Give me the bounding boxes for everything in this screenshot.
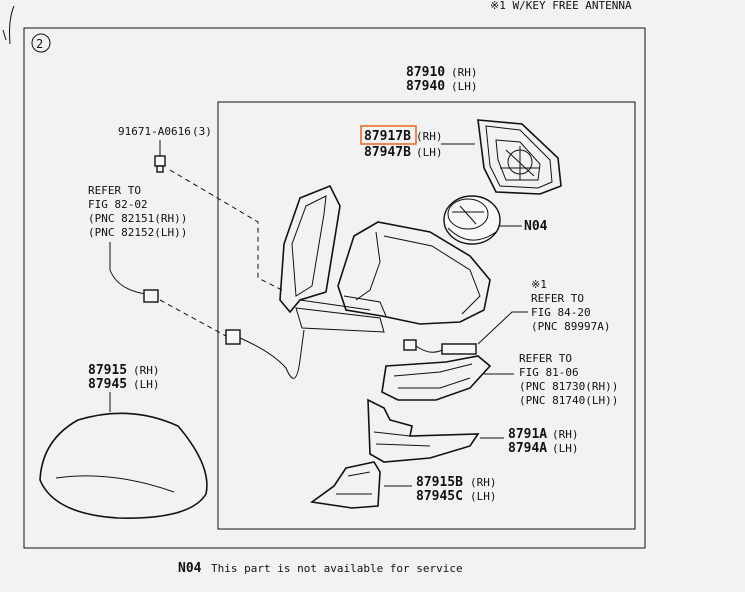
mirror-harness-connector xyxy=(225,329,241,345)
svg-text:(RH): (RH) xyxy=(416,130,443,143)
antenna-reference[interactable]: ※1 REFER TO FIG 84-20 (PNC 89997A) xyxy=(531,278,610,333)
svg-text:(RH): (RH) xyxy=(552,428,579,441)
svg-text:REFER TO: REFER TO xyxy=(519,352,572,365)
svg-text:87910: 87910 xyxy=(406,65,445,80)
svg-text:87915: 87915 xyxy=(88,363,127,378)
screw-label[interactable]: 91671-A0616 (3) xyxy=(118,125,212,138)
svg-text:(PNC 81730(RH)): (PNC 81730(RH)) xyxy=(519,380,618,393)
svg-text:(PNC 82152(LH)): (PNC 82152(LH)) xyxy=(88,226,187,239)
svg-text:87940: 87940 xyxy=(406,79,445,94)
svg-text:N04: N04 xyxy=(178,561,202,576)
svg-text:(LH): (LH) xyxy=(416,146,443,159)
bottom-cover-part xyxy=(309,461,381,509)
svg-text:FIG 84-20: FIG 84-20 xyxy=(531,306,591,319)
bracket-mark xyxy=(9,5,15,45)
wiring-dashed-path xyxy=(159,299,227,337)
svg-text:(RH): (RH) xyxy=(133,364,160,377)
svg-text:(PNC 81740(LH)): (PNC 81740(LH)) xyxy=(519,394,618,407)
lower-cover-part xyxy=(367,398,480,463)
svg-text:2: 2 xyxy=(36,37,43,51)
svg-text:87917B: 87917B xyxy=(364,129,411,144)
svg-text:87915B: 87915B xyxy=(416,475,463,490)
assembly-box xyxy=(217,101,636,530)
wiring-lead xyxy=(109,242,147,295)
wiring-connector xyxy=(143,289,159,303)
mirror-glass-part xyxy=(477,119,562,195)
screw-dashed-path xyxy=(169,169,283,291)
mirror-glass-highlight xyxy=(360,125,417,145)
assembly-label[interactable]: 87910 (RH) 87940 (LH) xyxy=(406,65,478,94)
turn-lamp-reference[interactable]: REFER TO FIG 81-06 (PNC 81730(RH)) (PNC … xyxy=(519,352,618,407)
antenna-leader xyxy=(477,311,528,345)
key-free-antenna-part xyxy=(403,339,477,355)
svg-text:This part is not available for: This part is not available for service xyxy=(211,562,463,575)
svg-text:FIG 81-06: FIG 81-06 xyxy=(519,366,579,379)
svg-text:91671-A0616: 91671-A0616 xyxy=(118,125,191,138)
mirror-base-housing xyxy=(279,184,385,333)
cover-label[interactable]: 87915 (RH) 87945 (LH) xyxy=(88,363,160,392)
bracket-tick xyxy=(2,29,7,41)
outer-frame xyxy=(23,27,646,549)
figure-index-badge: 2 xyxy=(31,33,51,53)
svg-text:8791A: 8791A xyxy=(508,427,547,442)
mirror-cover-part xyxy=(39,412,208,519)
wiring-reference[interactable]: REFER TO FIG 82-02 (PNC 82151(RH)) (PNC … xyxy=(88,184,187,239)
lower-cover-label[interactable]: 8791A (RH) 8794A (LH) xyxy=(508,427,579,456)
svg-text:(LH): (LH) xyxy=(552,442,579,455)
svg-text:87947B: 87947B xyxy=(364,145,411,160)
svg-text:(RH): (RH) xyxy=(470,476,497,489)
motor-code[interactable]: N04 xyxy=(524,219,548,234)
svg-text:REFER TO: REFER TO xyxy=(88,184,141,197)
svg-text:(LH): (LH) xyxy=(133,378,160,391)
svg-text:※1: ※1 xyxy=(531,278,547,291)
bottom-cover-label[interactable]: 87915B (RH) 87945C (LH) xyxy=(416,475,497,504)
mirror-harness-wire xyxy=(239,329,305,379)
svg-text:8794A: 8794A xyxy=(508,441,547,456)
footer-note: N04 This part is not available for servi… xyxy=(178,561,463,576)
svg-text:(LH): (LH) xyxy=(470,490,497,503)
screw-part xyxy=(154,155,166,173)
svg-text:(PNC 82151(RH)): (PNC 82151(RH)) xyxy=(88,212,187,225)
svg-text:87945C: 87945C xyxy=(416,489,463,504)
svg-text:(RH): (RH) xyxy=(451,66,478,79)
svg-text:FIG 82-02: FIG 82-02 xyxy=(88,198,148,211)
svg-text:(3): (3) xyxy=(192,125,212,138)
header-note: ※1 W/KEY FREE ANTENNA xyxy=(490,0,632,12)
svg-text:87945: 87945 xyxy=(88,377,127,392)
svg-text:(LH): (LH) xyxy=(451,80,478,93)
svg-text:(PNC 89997A): (PNC 89997A) xyxy=(531,320,610,333)
mirror-glass-label[interactable]: 87917B (RH) 87947B (LH) xyxy=(360,125,443,160)
mirror-motor-part xyxy=(443,195,501,245)
svg-text:REFER TO: REFER TO xyxy=(531,292,584,305)
turn-signal-lamp-part xyxy=(381,355,492,401)
mirror-housing-body xyxy=(337,221,491,325)
